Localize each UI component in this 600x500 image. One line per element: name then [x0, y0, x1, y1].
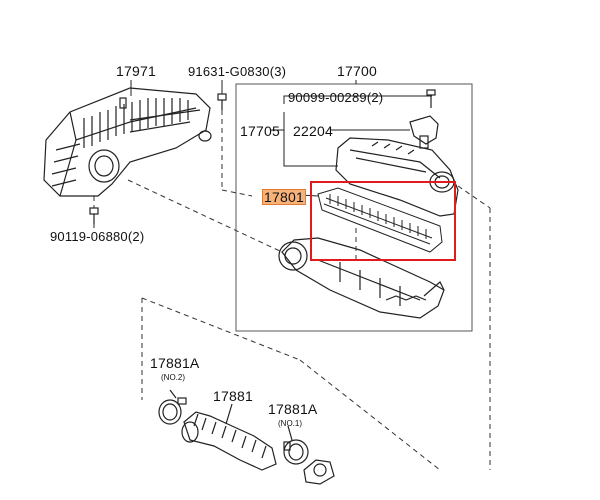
sensor-22204 [409, 115, 439, 149]
bolt-90099 [426, 89, 436, 108]
label-17881a-no2: 17881A [150, 355, 200, 371]
bolt-90119 [89, 207, 99, 224]
label-17700: 17700 [337, 63, 377, 79]
label-17971: 17971 [116, 63, 156, 79]
highlight-box [310, 181, 456, 261]
label-no2: (NO.2) [161, 373, 185, 382]
bolt-91631 [217, 93, 227, 110]
label-90119: 90119-06880(2) [50, 229, 145, 244]
leader-90099 [283, 95, 414, 104]
filter-element [317, 187, 443, 253]
clamp-no1 [283, 425, 309, 465]
label-91631: 91631-G0830(3) [188, 64, 287, 79]
hose-17881 [181, 403, 277, 471]
label-90099: 90099-00289(2) [288, 90, 384, 105]
label-17881a-no1: 17881A [268, 401, 318, 417]
label-17881: 17881 [213, 388, 253, 404]
label-17705: 17705 [240, 123, 280, 139]
label-17801: 17801 [262, 189, 306, 205]
label-no1: (NO.1) [278, 419, 302, 428]
duct-partial [303, 459, 335, 485]
clamp-no2 [158, 389, 187, 425]
label-22204: 22204 [293, 123, 333, 139]
resonator-17971 [43, 87, 212, 197]
leader-17705 [283, 112, 338, 167]
cleaner-case [278, 237, 445, 319]
assembly-frame [235, 83, 473, 332]
